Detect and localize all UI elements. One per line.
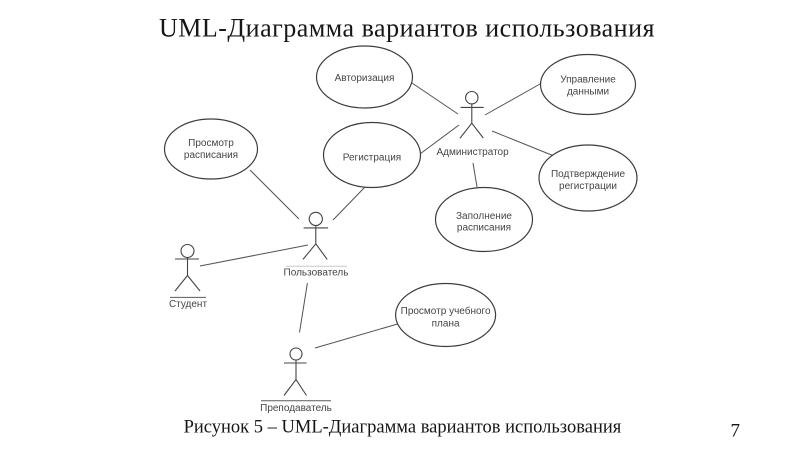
svg-text:Пользователь: Пользователь <box>284 268 349 279</box>
svg-text:Подтверждение: Подтверждение <box>551 169 625 180</box>
svg-text:Студент: Студент <box>169 299 208 310</box>
svg-text:расписания: расписания <box>184 150 238 161</box>
svg-text:Регистрация: Регистрация <box>343 153 401 164</box>
svg-text:Управление: Управление <box>560 75 616 86</box>
svg-text:плана: плана <box>432 319 460 330</box>
svg-text:регистрации: регистрации <box>559 181 617 192</box>
svg-text:Преподаватель: Преподаватель <box>260 403 332 414</box>
svg-text:Просмотр: Просмотр <box>188 138 234 149</box>
svg-text:7: 7 <box>731 421 741 442</box>
svg-text:Администратор: Администратор <box>437 147 510 158</box>
svg-text:Авторизация: Авторизация <box>335 73 395 84</box>
svg-text:Заполнение: Заполнение <box>456 211 512 222</box>
svg-text:UML-Диаграмма вариантов исполь: UML-Диаграмма вариантов использования <box>159 14 655 43</box>
svg-text:Просмотр учебного: Просмотр учебного <box>401 305 491 317</box>
svg-text:Рисунок 5 – UML-Диаграмма вари: Рисунок 5 – UML-Диаграмма вариантов испо… <box>184 418 622 438</box>
svg-text:данными: данными <box>567 87 609 98</box>
svg-text:расписания: расписания <box>457 223 511 234</box>
